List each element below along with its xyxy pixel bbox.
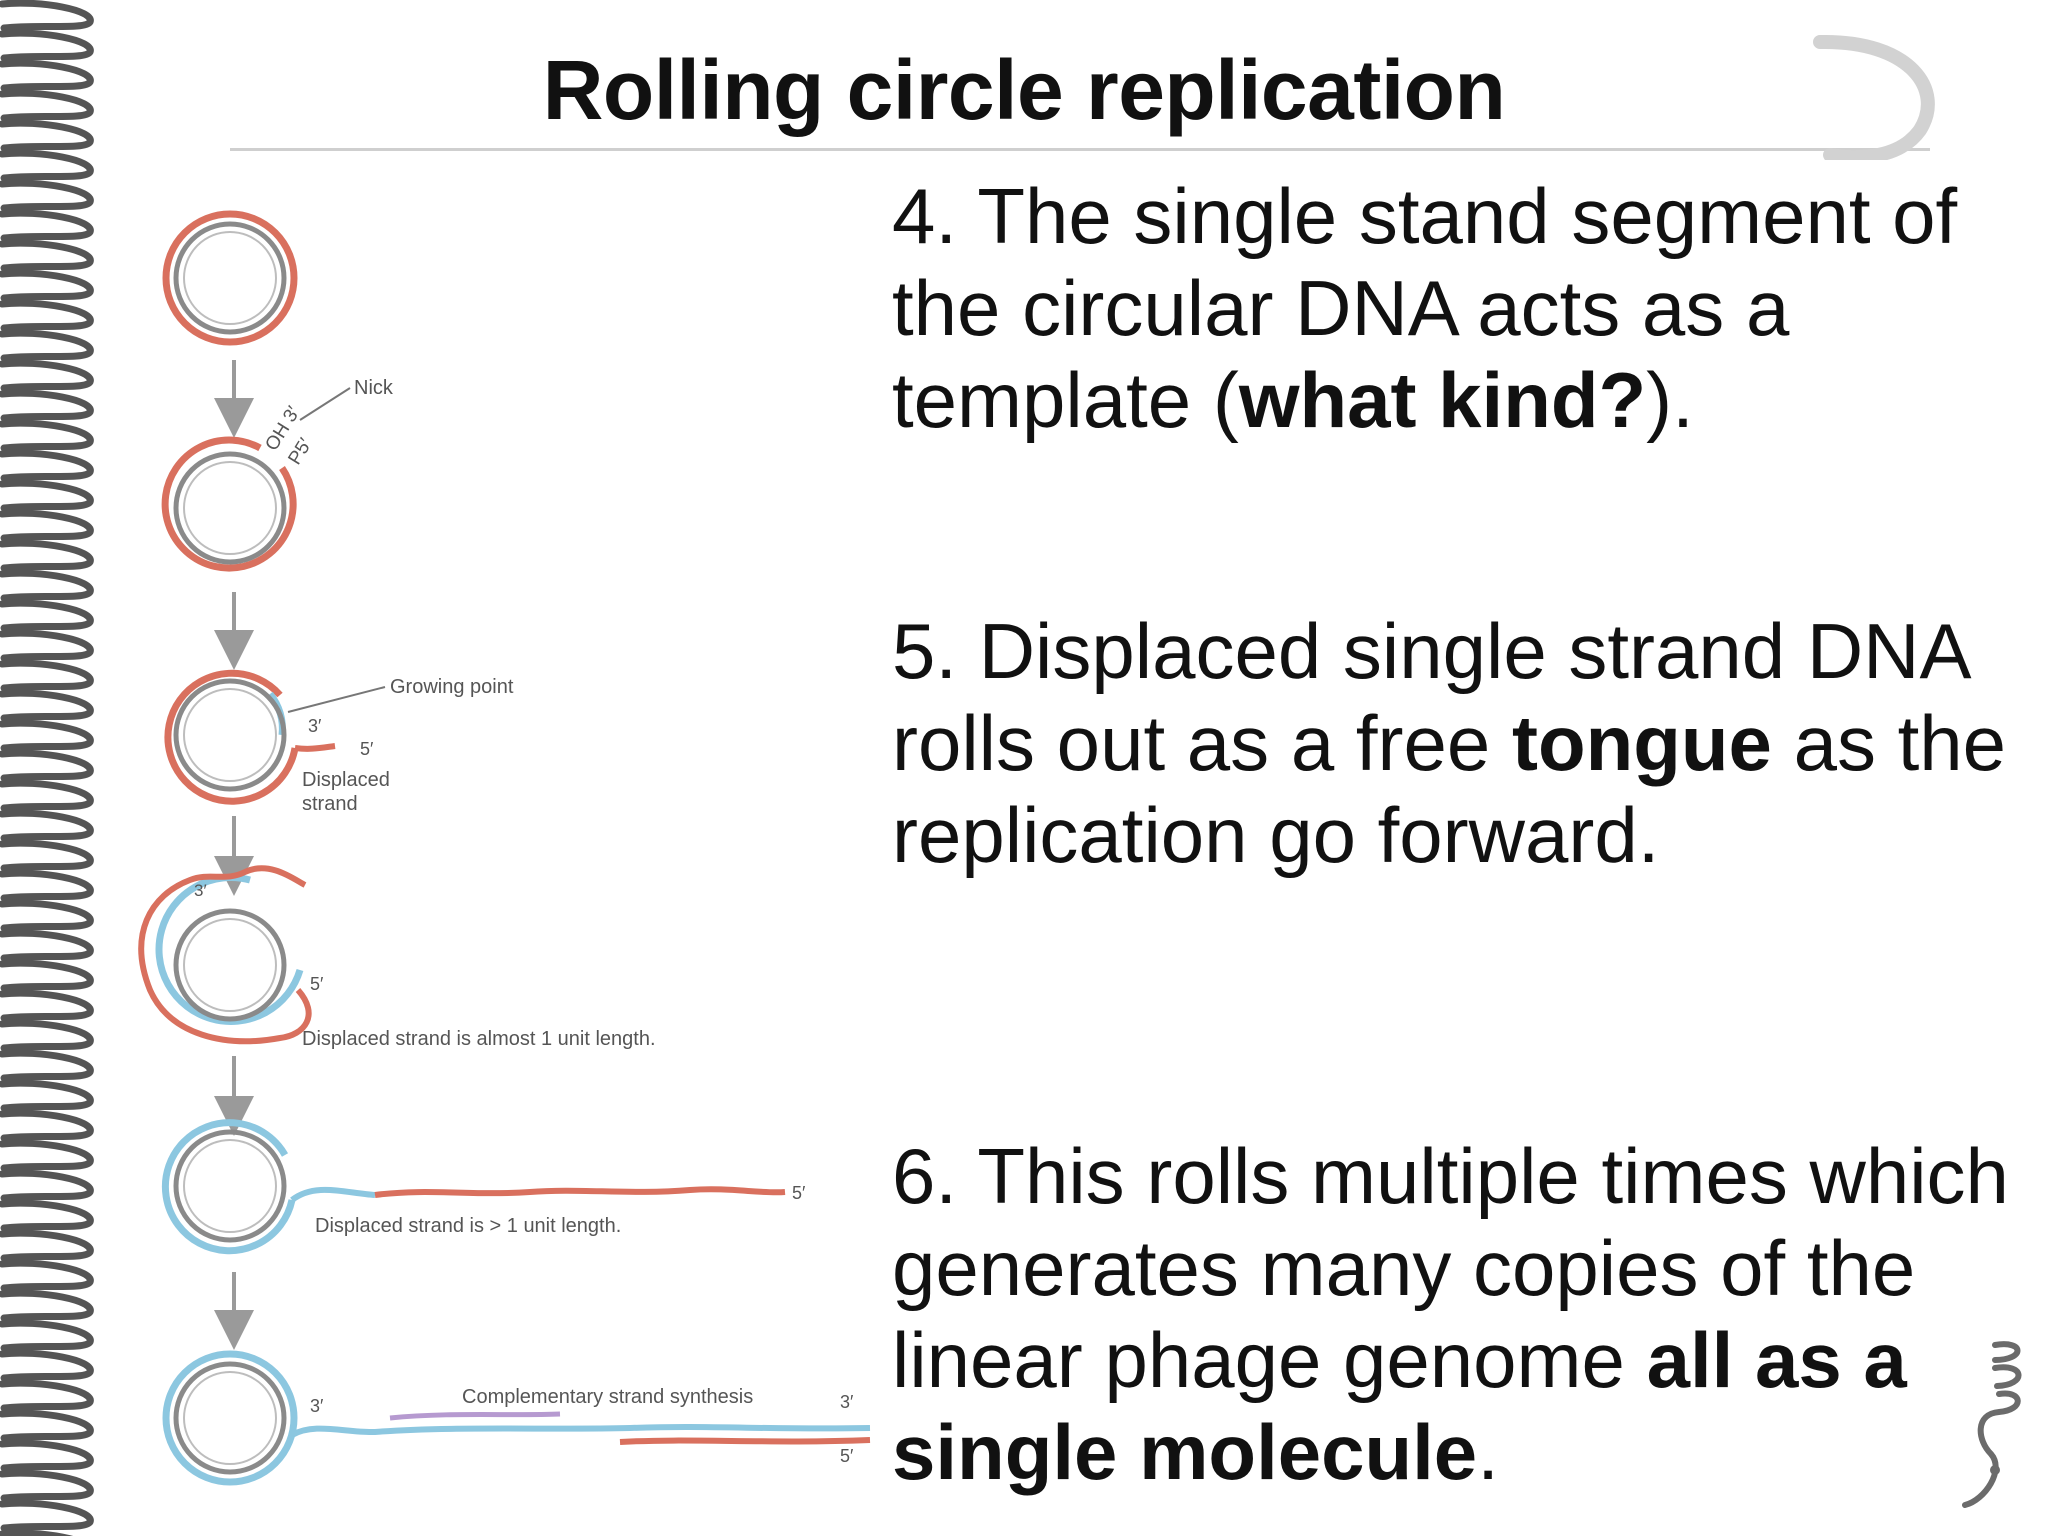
spiral-coil xyxy=(0,1019,94,1052)
spiral-coil xyxy=(0,599,94,632)
spiral-coil xyxy=(0,119,94,152)
spiral-coil xyxy=(0,899,94,932)
spiral-coil xyxy=(0,929,94,962)
title-underline xyxy=(230,148,1930,151)
spiral-coil xyxy=(0,1469,94,1502)
spiral-coil xyxy=(0,689,94,722)
five-prime-label-1: 5′ xyxy=(360,739,374,759)
nick-label: Nick xyxy=(354,377,394,399)
spiral-coil xyxy=(0,1199,94,1232)
three-prime-label-1: 3′ xyxy=(308,716,322,736)
spiral-coil xyxy=(0,869,94,902)
corner-calligraphy-logo xyxy=(1962,1341,2022,1508)
spiral-coil xyxy=(0,0,94,32)
almost-unit-label: Displaced strand is almost 1 unit length… xyxy=(302,1028,656,1050)
spiral-coil xyxy=(0,539,94,572)
spiral-coil xyxy=(0,1169,94,1202)
three-prime-label-4: 3′ xyxy=(840,1392,854,1412)
spiral-coil xyxy=(0,419,94,452)
spiral-coil xyxy=(0,779,94,812)
three-prime-label-2: 3′ xyxy=(194,881,207,900)
stage-5-more-than-one-unit: 5′ Displaced strand is > 1 unit length. xyxy=(161,1119,806,1255)
rolling-circle-diagram: Nick OH 3′ P5′ Growing point 3′ 5′ Displ… xyxy=(138,210,871,1486)
point-5-part-2: as the replication go forward. xyxy=(892,699,2007,879)
stage-6-complementary-synthesis: 3′ Complementary strand synthesis 3′ 5′ xyxy=(162,1350,871,1486)
spiral-coil xyxy=(0,329,94,362)
spiral-coil xyxy=(0,569,94,602)
point-4-text: 4. The single stand segment of the circu… xyxy=(892,170,2012,446)
point-5-text: 5. Displaced single strand DNA rolls out… xyxy=(892,605,2012,881)
corner-swoosh-decoration xyxy=(1813,34,1935,160)
spiral-coil xyxy=(0,659,94,692)
point-6-part-2: . xyxy=(1477,1408,1499,1496)
slide-title: Rolling circle replication xyxy=(542,43,1506,137)
spiral-coil xyxy=(0,1289,94,1322)
five-prime-label-3: 5′ xyxy=(792,1183,806,1203)
strand-label: strand xyxy=(302,793,358,815)
complementary-label: Complementary strand synthesis xyxy=(462,1386,753,1408)
spiral-coil xyxy=(0,1529,73,1536)
spiral-coil xyxy=(0,359,94,392)
spiral-coil xyxy=(0,1439,94,1472)
spiral-coil xyxy=(0,809,94,842)
spiral-coil xyxy=(0,479,94,512)
point-4-part-1: 4. The single stand segment of the circu… xyxy=(892,172,1958,444)
spiral-coil xyxy=(0,239,94,272)
five-prime-label-4: 5′ xyxy=(840,1446,854,1466)
spiral-coil xyxy=(0,299,94,332)
spiral-coil xyxy=(0,269,94,302)
spiral-coil xyxy=(0,719,94,752)
spiral-coil xyxy=(0,1349,94,1382)
spiral-binding xyxy=(0,0,94,1536)
displaced-label: Displaced xyxy=(302,769,390,791)
spiral-coil xyxy=(0,1259,94,1292)
point-4-part-2: ). xyxy=(1646,356,1694,444)
spiral-coil xyxy=(0,89,94,122)
spiral-coil xyxy=(0,1079,94,1112)
spiral-coil xyxy=(0,1319,94,1352)
spiral-coil xyxy=(0,749,94,782)
spiral-coil xyxy=(0,509,94,542)
stage-1-intact-circle xyxy=(162,210,298,346)
more-unit-label: Displaced strand is > 1 unit length. xyxy=(315,1215,621,1237)
spiral-coil xyxy=(0,1499,94,1532)
growing-point-label: Growing point xyxy=(390,676,514,698)
point-5-bold: tongue xyxy=(1511,699,1772,787)
spiral-coil xyxy=(0,179,94,212)
stage-3-growing-point: Growing point 3′ 5′ Displaced strand xyxy=(164,669,514,815)
point-6-part-1: 6. This rolls multiple times which gener… xyxy=(892,1132,2009,1404)
spiral-coil xyxy=(0,1109,94,1142)
spiral-coil xyxy=(0,1049,94,1082)
point-6-bold: all as a single molecule xyxy=(892,1316,1907,1496)
point-5-part-1: 5. Displaced single strand DNA rolls out… xyxy=(892,607,1968,787)
three-prime-label-3: 3′ xyxy=(310,1396,324,1416)
point-6-text: 6. This rolls multiple times which gener… xyxy=(892,1130,2012,1498)
spiral-coil xyxy=(0,959,94,992)
spiral-coil xyxy=(0,389,94,422)
spiral-coil xyxy=(0,1409,94,1442)
spiral-coil xyxy=(0,149,94,182)
five-prime-label-2: 5′ xyxy=(310,974,324,994)
spiral-coil xyxy=(0,839,94,872)
spiral-coil xyxy=(0,989,94,1022)
spiral-coil xyxy=(0,29,94,62)
stage-2-nicked-circle: Nick OH 3′ P5′ xyxy=(161,377,394,572)
spiral-coil xyxy=(0,209,94,242)
p5-label: P5′ xyxy=(284,434,316,468)
spiral-coil xyxy=(0,629,94,662)
spiral-coil xyxy=(0,1379,94,1412)
spiral-coil xyxy=(0,449,94,482)
point-4-bold: what kind? xyxy=(1238,356,1647,444)
stage-4-almost-one-unit: 3′ 5′ Displaced strand is almost 1 unit … xyxy=(138,865,656,1050)
spiral-coil xyxy=(0,1139,94,1172)
spiral-coil xyxy=(0,59,94,92)
spiral-coil xyxy=(0,1229,94,1262)
